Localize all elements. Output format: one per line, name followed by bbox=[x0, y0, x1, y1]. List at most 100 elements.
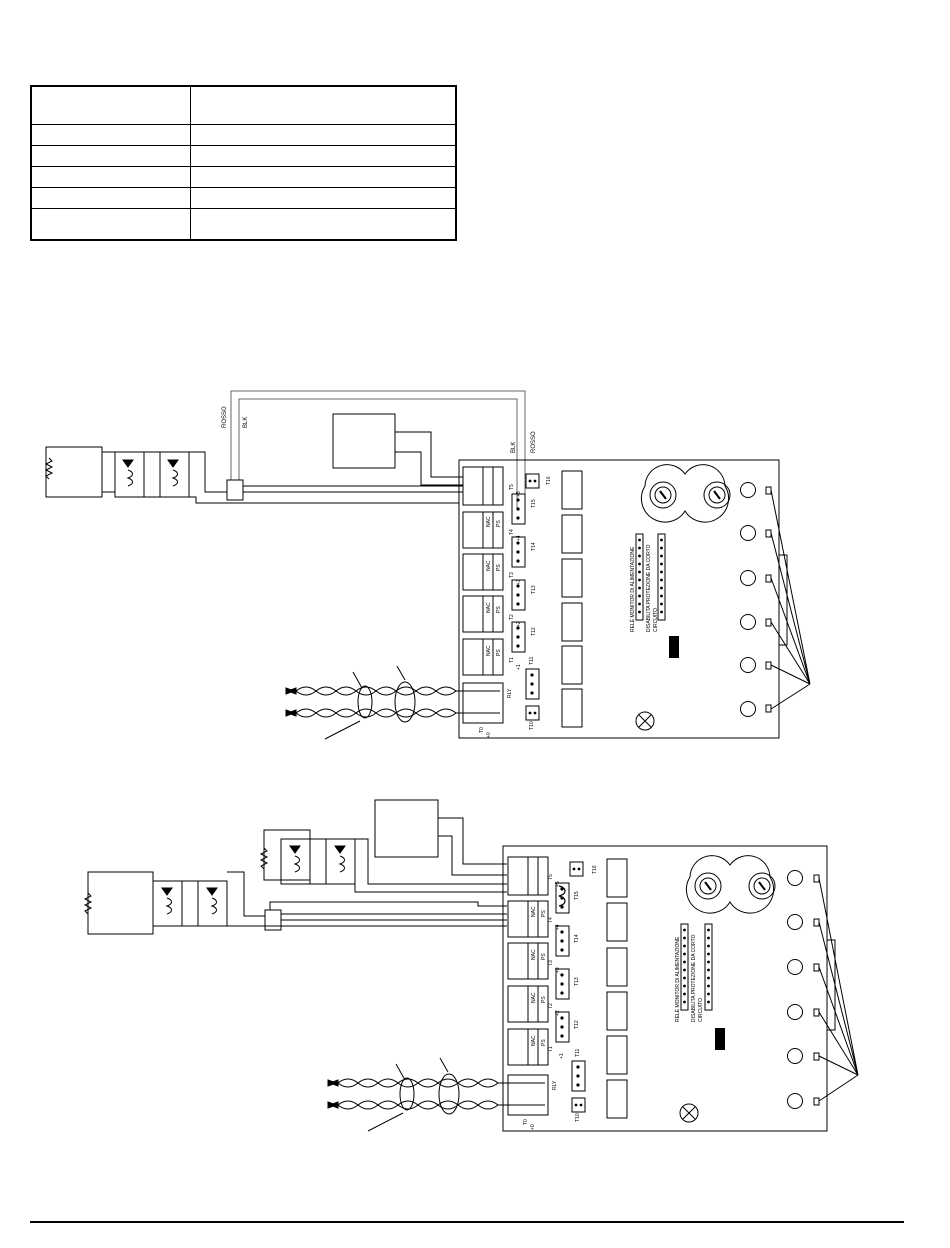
plus3-label: +3 bbox=[555, 967, 561, 973]
twisted-pair-wiring bbox=[327, 1057, 545, 1132]
terminal-t1-label: T1 bbox=[548, 1046, 554, 1052]
rly-label: RLY bbox=[507, 688, 513, 698]
terminal-t14-label: T14 bbox=[574, 934, 580, 943]
terminal-t4-label: T4 bbox=[548, 917, 554, 923]
plus0-label: +0 bbox=[486, 732, 492, 738]
wire-label-rosso-left: ROSSO bbox=[222, 406, 228, 428]
nac-terminals bbox=[462, 466, 504, 724]
ps-label: PS bbox=[541, 910, 547, 917]
ps-label: PS bbox=[496, 520, 502, 527]
terminal-t11-label: T11 bbox=[575, 1049, 581, 1057]
diode-icon bbox=[289, 845, 346, 854]
notification-device-3 bbox=[280, 838, 311, 885]
nac-label: NAC bbox=[531, 906, 537, 917]
rotary-address-switches bbox=[685, 855, 776, 914]
ground-screw-icon bbox=[635, 711, 655, 731]
terminal-t14-label: T14 bbox=[531, 542, 537, 551]
plus0-label: +0 bbox=[530, 1124, 536, 1130]
ps-label: PS bbox=[496, 649, 502, 656]
nac-label: NAC bbox=[531, 949, 537, 960]
relay-modules bbox=[561, 470, 583, 728]
plus4-label: +4 bbox=[516, 535, 522, 541]
power-supply-box bbox=[332, 413, 396, 469]
terminal-t2-label: T2 bbox=[509, 614, 515, 620]
diode-icon bbox=[122, 459, 134, 468]
black-loop-wire bbox=[238, 398, 518, 508]
specification-table bbox=[30, 85, 457, 241]
wire-label-blk-left: BLK bbox=[243, 417, 249, 428]
header-strip bbox=[657, 533, 666, 621]
terminal-t16-label: T16 bbox=[546, 476, 552, 485]
table-cell bbox=[30, 208, 191, 241]
resistor-icon bbox=[83, 892, 93, 915]
rly-label: RLY bbox=[552, 1080, 558, 1090]
diode-icon bbox=[167, 459, 179, 468]
power-supply-box bbox=[374, 799, 439, 858]
pin-headers bbox=[511, 473, 540, 721]
notification-device-5 bbox=[152, 880, 183, 927]
terminal-connector bbox=[226, 479, 244, 501]
coil-icon bbox=[293, 855, 345, 873]
coil-icon bbox=[165, 897, 217, 915]
terminal-t12-label: T12 bbox=[574, 1020, 580, 1029]
terminal-t16-label: T16 bbox=[592, 865, 598, 874]
terminal-t13-label: T13 bbox=[531, 585, 537, 594]
diode-icon bbox=[161, 887, 218, 896]
jumper-text-1: RELÈ MONITOR DI ALIMENTAZIONE bbox=[674, 936, 681, 1022]
terminal-t12-label: T12 bbox=[531, 627, 537, 636]
header-strip bbox=[635, 533, 644, 621]
resistor-icon bbox=[259, 847, 269, 870]
nac-label: NAC bbox=[531, 992, 537, 1003]
ps-label: PS bbox=[541, 996, 547, 1003]
jumper-text-3: CIRCUITO bbox=[653, 608, 659, 632]
ground-screw-icon bbox=[679, 1103, 699, 1123]
terminal-t10-label: T10 bbox=[529, 721, 535, 730]
notification-device-1 bbox=[114, 451, 145, 498]
terminal-t2-label: T2 bbox=[548, 1003, 554, 1009]
terminal-t5-label: T5 bbox=[548, 874, 554, 880]
notification-device-4 bbox=[325, 838, 356, 885]
table-row bbox=[30, 187, 457, 209]
ps-label: PS bbox=[541, 1039, 547, 1046]
wire-label-blk-right: BLK bbox=[511, 442, 517, 453]
red-loop-wire bbox=[230, 390, 526, 508]
plus1-label: +1 bbox=[516, 664, 522, 670]
terminal-t15-label: T15 bbox=[531, 499, 537, 508]
terminal-t1-label: T1 bbox=[509, 657, 515, 663]
terminal-t0-label: T0 bbox=[479, 727, 485, 733]
nac-label: NAC bbox=[486, 560, 492, 571]
twisted-pair-wiring bbox=[285, 665, 500, 740]
pin-headers bbox=[555, 861, 586, 1113]
terminal-t10-label: T10 bbox=[575, 1113, 581, 1122]
notification-device-6 bbox=[197, 880, 228, 927]
nac-label: NAC bbox=[531, 1035, 537, 1046]
header-strip bbox=[704, 923, 713, 1011]
rotary-address-switches bbox=[640, 464, 731, 523]
nac-label: NAC bbox=[486, 516, 492, 527]
terminal-t3-label: T3 bbox=[548, 960, 554, 966]
header-strip bbox=[680, 923, 689, 1011]
plus2-label: +2 bbox=[516, 621, 522, 627]
table-row bbox=[30, 208, 457, 241]
jumper-text-2: DISABILITA PROTEZIONE DA CORTO bbox=[646, 544, 652, 632]
nac-label: NAC bbox=[486, 602, 492, 613]
terminal-connector bbox=[264, 909, 282, 931]
terminal-t5-label: T5 bbox=[509, 484, 515, 490]
terminal-t3-label: T3 bbox=[509, 572, 515, 578]
eol-resistor-box bbox=[263, 829, 311, 881]
terminal-t4-label: T4 bbox=[509, 529, 515, 535]
jumper-text-1: RELÈ MONITOR DI ALIMENTAZIONE bbox=[629, 546, 636, 632]
eol-resistor-box bbox=[87, 871, 154, 935]
wire-label-rosso-right: ROSSO bbox=[531, 431, 537, 453]
jumper-text-2: DISABILITA PROTEZIONE DA CORTO bbox=[691, 934, 697, 1022]
diagram-2: NAC PS NAC PS NAC PS NAC PS RLY T5 T4 T3… bbox=[83, 799, 859, 1132]
diagram-1: ROSSO BLK BLK ROSSO N bbox=[44, 390, 811, 740]
plus4-label: +4 bbox=[555, 924, 561, 930]
ps-label: PS bbox=[496, 564, 502, 571]
relay-modules bbox=[606, 858, 628, 1119]
plus2-label: +2 bbox=[555, 1010, 561, 1016]
led-indicators bbox=[787, 870, 859, 1109]
plus3-label: +3 bbox=[516, 579, 522, 585]
plus5-label: +5 bbox=[555, 881, 561, 887]
